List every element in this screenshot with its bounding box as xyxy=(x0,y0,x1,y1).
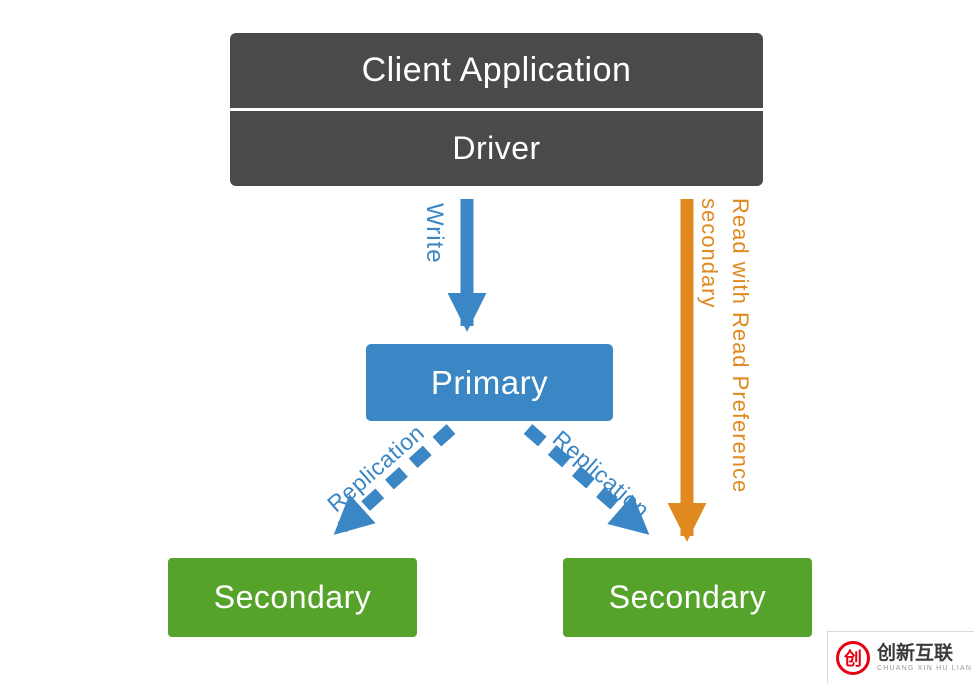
secondary-node-right: Secondary xyxy=(563,558,812,637)
watermark-subtext: CHUANG XIN HU LIAN xyxy=(877,665,973,672)
read-arrow-label-line1: Read with Read Preference xyxy=(728,198,753,494)
replication-label-left: Replication xyxy=(322,419,430,518)
client-application-box: Client Application Driver xyxy=(230,33,763,186)
primary-node: Primary xyxy=(366,344,613,421)
watermark-name: 创新互联 xyxy=(877,643,954,664)
watermark-text: 创新互联 CHUANG XIN HU LIAN xyxy=(877,643,972,672)
watermark-logo-icon: 创 xyxy=(836,640,870,675)
secondary-node-left: Secondary xyxy=(168,558,417,637)
replication-label-right: Replication xyxy=(547,425,655,524)
write-arrow-label: Write xyxy=(421,203,448,264)
read-arrow-label: Read with Read Preference secondary xyxy=(694,198,756,493)
driver-label: Driver xyxy=(452,130,541,166)
client-application-label: Client Application xyxy=(230,33,763,111)
read-arrow-label-line2: secondary xyxy=(697,198,722,309)
watermark: 创 创新互联 CHUANG XIN HU LIAN xyxy=(827,631,974,683)
